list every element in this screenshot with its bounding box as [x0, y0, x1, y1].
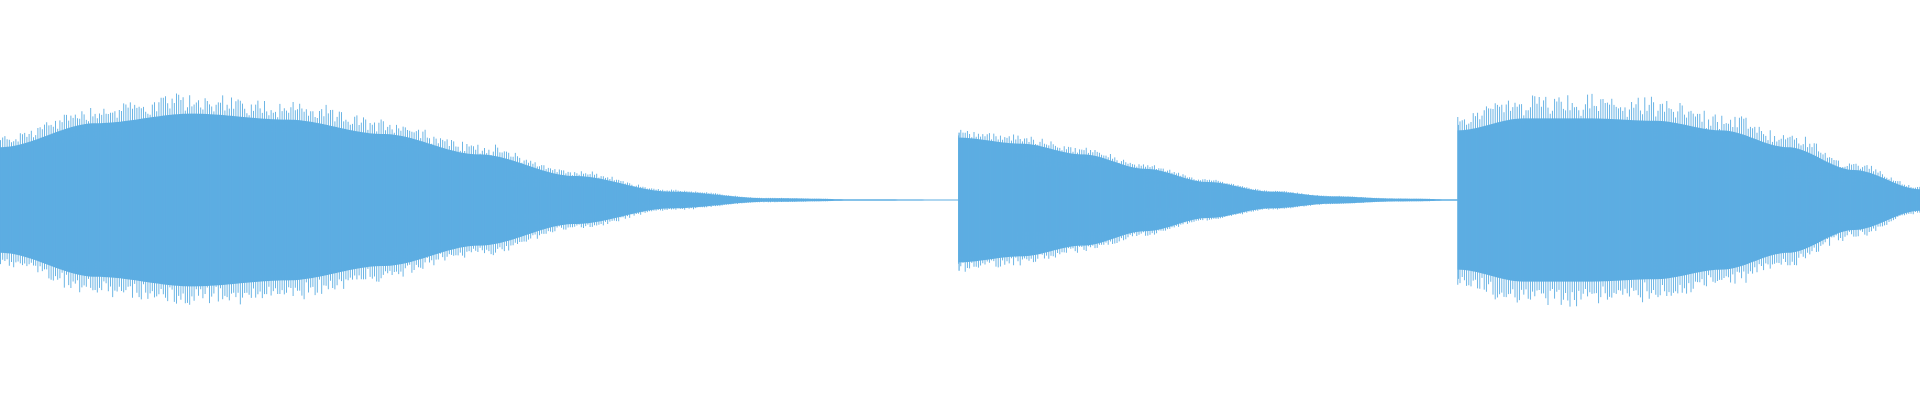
waveform-segment-1: [0, 93, 959, 305]
waveform-peaks: [0, 93, 831, 305]
waveform-body: [0, 113, 959, 287]
waveform-segments: [0, 93, 1920, 307]
waveform-body: [958, 137, 1458, 263]
waveform-segment-2: [958, 129, 1458, 272]
waveform-segment-3: [1457, 93, 1920, 307]
waveform-peaks: [958, 129, 1430, 272]
